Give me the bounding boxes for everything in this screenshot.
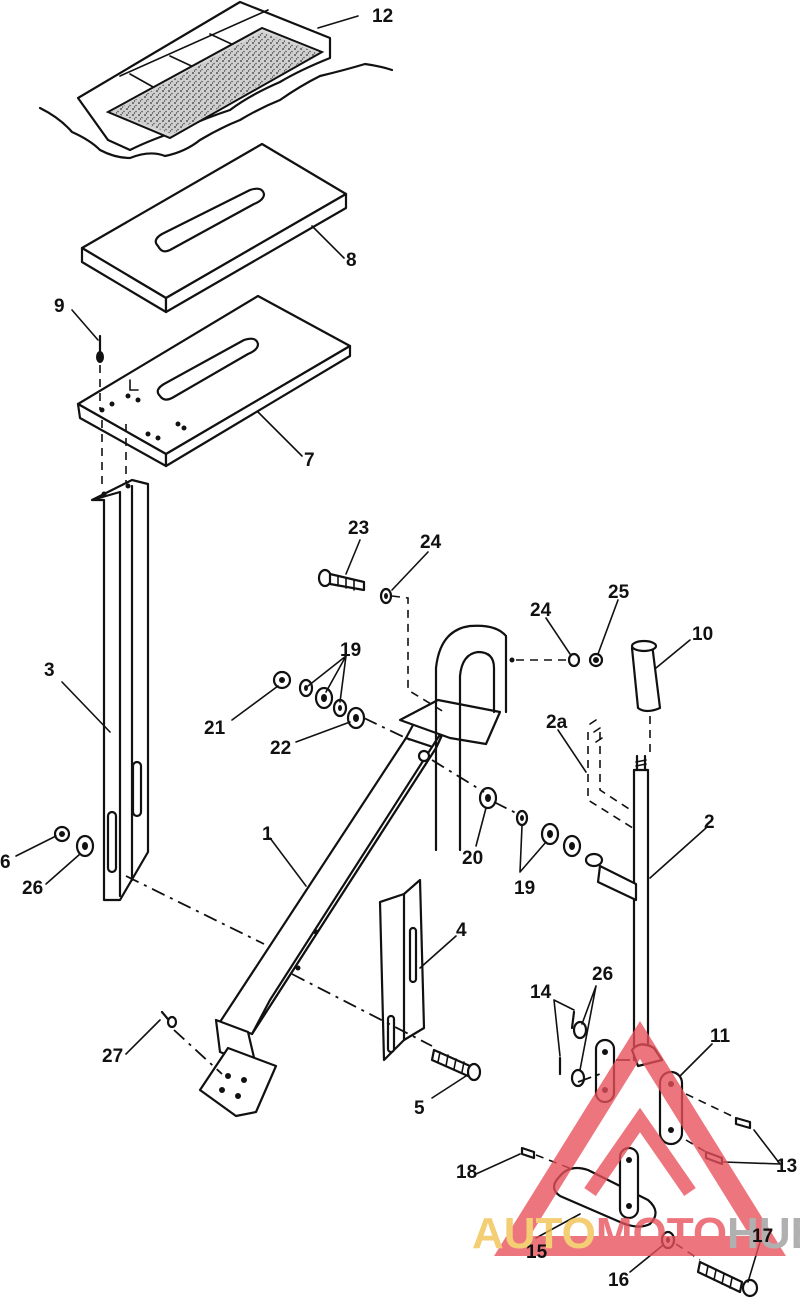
part-2-shift-lever — [584, 754, 650, 1062]
watermark-moto: MOTO — [596, 1209, 727, 1258]
callout-12: 12 — [372, 6, 393, 27]
callout-17: 17 — [752, 1226, 773, 1247]
callout-5: 5 — [414, 1098, 425, 1119]
part-5-bolt — [430, 1048, 482, 1082]
callout-25: 25 — [608, 582, 630, 603]
callout-27: 27 — [102, 1046, 123, 1067]
callout-26-left: 26 — [22, 878, 43, 899]
part-21-nut-19-washers-22-washer — [272, 670, 366, 730]
callout-19-lower: 19 — [514, 878, 535, 899]
callout-22: 22 — [270, 738, 291, 759]
callout-1: 1 — [262, 824, 273, 845]
part-3-vertical-bracket — [90, 420, 150, 902]
callout-labels: 12 8 9 7 23 24 24 25 10 19 21 22 3 2a 2 … — [0, 6, 797, 1291]
leader-lines — [15, 15, 781, 1283]
callout-24-right: 24 — [530, 600, 552, 621]
callout-14: 14 — [530, 982, 552, 1003]
part-10-knob — [630, 639, 662, 752]
part-12-floor-mat — [38, 0, 394, 160]
part-9-screw — [96, 334, 104, 410]
callout-7: 7 — [304, 450, 315, 471]
callout-26-right: 26 — [592, 964, 613, 985]
callout-23: 23 — [348, 518, 369, 539]
callout-16: 16 — [608, 1270, 629, 1291]
watermark-hub: HUB — [727, 1209, 800, 1258]
svg-text:AUTOMOTOHUB: AUTOMOTOHUB — [472, 1209, 800, 1258]
callout-19-upper: 19 — [340, 640, 361, 661]
part-20-washer-19-washers — [478, 786, 582, 858]
part-6-nut-26-washer-left — [53, 825, 95, 858]
callout-24-top: 24 — [420, 532, 442, 553]
callout-20: 20 — [462, 848, 483, 869]
callout-10: 10 — [692, 624, 713, 645]
automotohub-watermark: AUTOMOTOHUB — [472, 1021, 800, 1258]
callout-3: 3 — [44, 660, 55, 681]
part-8-plate — [80, 142, 348, 314]
callout-6: 6 — [0, 852, 11, 873]
part-7-bracket-plate — [76, 294, 352, 468]
callout-2: 2 — [704, 812, 715, 833]
callout-21: 21 — [204, 718, 226, 739]
callout-15: 15 — [526, 1242, 548, 1263]
center-lines — [125, 717, 636, 1083]
callout-8: 8 — [346, 250, 357, 271]
part-2a-loop-bracket — [434, 624, 641, 852]
part-27-pin — [160, 1010, 178, 1029]
callout-11: 11 — [710, 1026, 731, 1047]
callout-4: 4 — [456, 920, 467, 941]
callout-2a: 2a — [546, 712, 568, 733]
part-23-bolt-24-washer — [317, 568, 445, 713]
callout-18: 18 — [456, 1162, 477, 1183]
part-1-main-tube — [198, 698, 502, 1118]
part-24-washer-25-nut — [516, 652, 604, 668]
part-4-slotted-bracket — [378, 878, 426, 1062]
watermark-auto: AUTO — [472, 1209, 596, 1258]
callout-9: 9 — [54, 296, 65, 317]
callout-13: 13 — [776, 1156, 797, 1177]
